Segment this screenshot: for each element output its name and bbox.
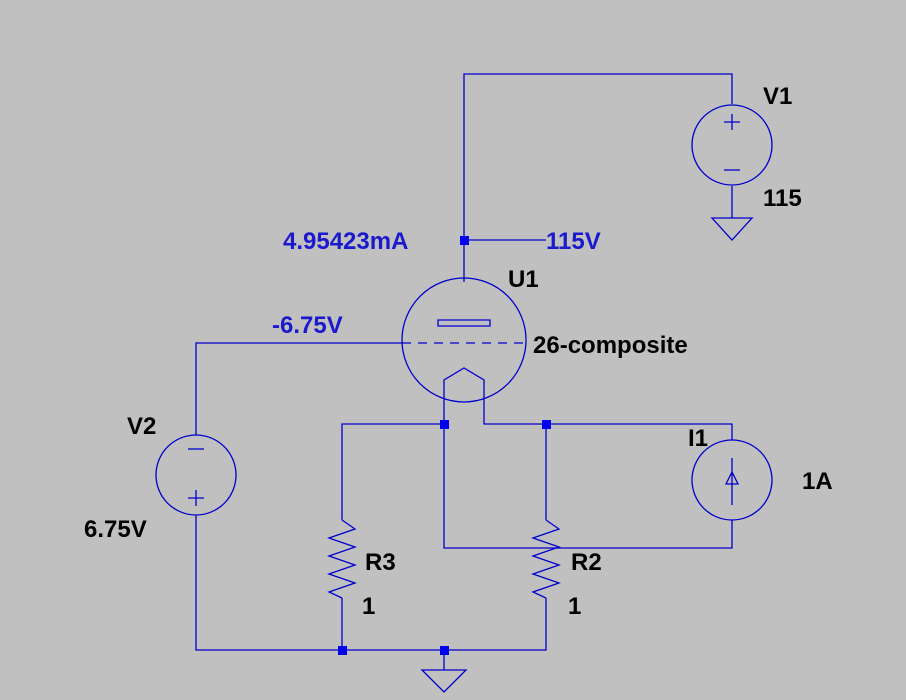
wire-r3-top[interactable] — [341, 423, 444, 520]
ground-icon — [710, 217, 754, 241]
wire-v1-to-plate[interactable] — [463, 73, 733, 282]
voltage-source-v2[interactable] — [155, 434, 237, 516]
resistor-icon — [327, 519, 357, 599]
wire-r2-wiper-to-i1[interactable] — [536, 520, 733, 549]
current-source-icon — [691, 439, 773, 521]
wire-grid-to-v2[interactable] — [195, 342, 402, 435]
junction-heater-right[interactable] — [542, 420, 551, 429]
v1-name-label: V1 — [763, 83, 792, 110]
arrow-up-icon — [724, 458, 740, 505]
wires — [195, 73, 733, 670]
v2-name-label: V2 — [127, 413, 156, 440]
wire-v2-to-bottom[interactable] — [195, 515, 547, 651]
triode-u1[interactable] — [401, 277, 527, 403]
r3-name-label: R3 — [365, 549, 396, 576]
resistor-r2[interactable] — [531, 519, 561, 599]
plus-icon — [188, 490, 204, 506]
wire-heater-left[interactable] — [443, 390, 536, 549]
ground-main — [420, 669, 468, 693]
current-source-i1[interactable] — [691, 439, 773, 521]
voltage-source-v1[interactable] — [691, 104, 773, 186]
v2-value-label: 6.75V — [84, 516, 147, 543]
wire-heater-right[interactable] — [483, 390, 733, 440]
grid-voltage-annotation: -6.75V — [272, 312, 343, 339]
junction-heater-left[interactable] — [440, 420, 449, 429]
voltage-source-icon — [155, 434, 237, 516]
triode-tube-icon — [401, 277, 527, 403]
u1-model-label: 26-composite — [533, 332, 688, 359]
v1-value-label: 115 — [763, 185, 802, 212]
junction-bottom-left[interactable] — [338, 646, 347, 655]
resistor-icon — [531, 519, 561, 599]
junction-plate[interactable] — [460, 236, 469, 245]
junction-bottom-ground[interactable] — [440, 646, 449, 655]
voltage-source-icon — [691, 104, 773, 186]
heater-filament — [443, 367, 485, 390]
ground-v1 — [710, 217, 754, 241]
i1-value-label: 1A — [802, 468, 833, 495]
plate-voltage-annotation: 115V — [546, 228, 601, 255]
u1-name-label: U1 — [508, 266, 539, 293]
resistor-r3[interactable] — [327, 519, 357, 599]
plus-icon — [724, 114, 740, 130]
junctions — [338, 236, 551, 655]
plate-current-annotation: 4.95423mA — [283, 228, 408, 255]
i1-name-label: I1 — [688, 425, 708, 452]
plate-electrode — [437, 319, 491, 327]
ground-icon — [420, 669, 468, 693]
r3-value-label: 1 — [362, 593, 375, 620]
r2-value-label: 1 — [568, 593, 581, 620]
r2-name-label: R2 — [571, 549, 602, 576]
